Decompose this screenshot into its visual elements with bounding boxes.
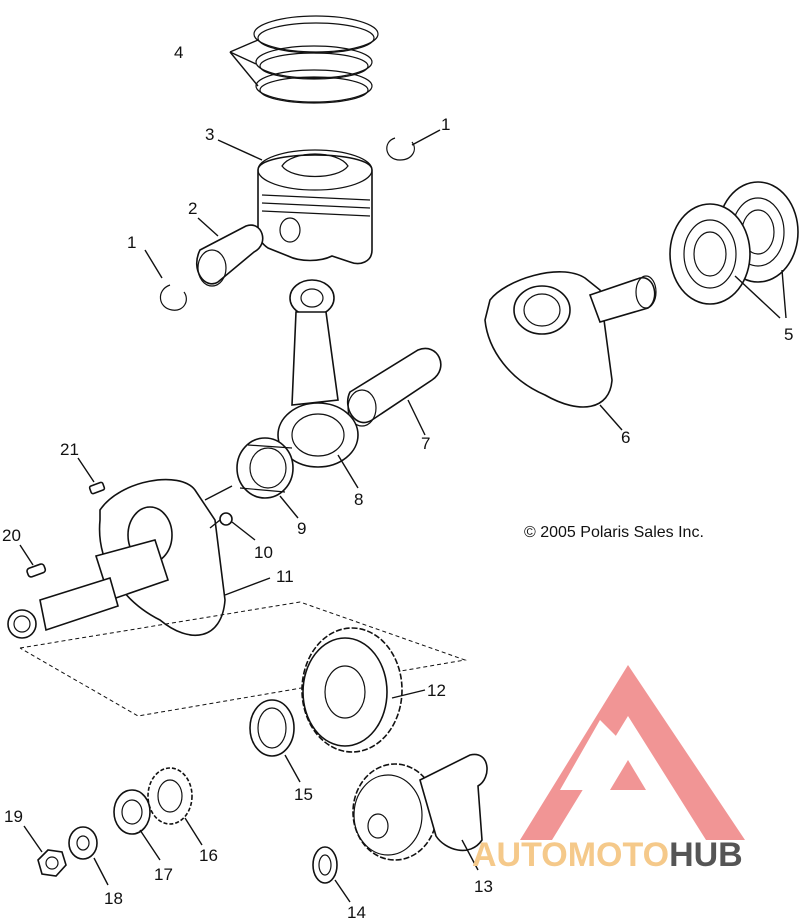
callout-1-clip-top: 1 [441,115,450,134]
callout-labels: 1 1 2 3 4 5 6 7 8 9 10 11 12 13 14 15 16… [2,43,793,919]
callout-2: 2 [188,199,197,218]
small-washer [312,846,351,903]
collar [113,789,161,861]
balancer-shaft [352,753,488,871]
callout-10: 10 [254,543,273,562]
callout-15: 15 [294,785,313,804]
ball [219,512,256,541]
callout-3: 3 [205,125,214,144]
needle-bearing [236,437,299,519]
callout-17: 17 [154,865,173,884]
callout-4: 4 [174,43,183,62]
crankshaft-half-right [484,271,657,431]
connecting-rod [277,279,359,489]
callout-14: 14 [347,903,366,919]
watermark-text: AUTOMOTOHUB [472,836,743,874]
callout-21: 21 [60,440,79,459]
callout-11: 11 [276,567,294,586]
callout-1-clip-left: 1 [127,233,136,252]
callout-12: 12 [427,681,446,700]
callout-18: 18 [104,889,123,908]
main-bearings [669,181,799,319]
piston-rings [229,15,379,104]
callout-6: 6 [621,428,630,447]
copyright-text: © 2005 Polaris Sales Inc. [524,524,704,541]
callout-13: 13 [474,877,493,896]
callout-19: 19 [4,807,23,826]
nut [23,825,67,877]
automotohub-logo [520,665,745,840]
watermark-text-part2: HUB [669,836,743,874]
piston [217,139,373,265]
piston-pin [195,217,264,287]
callout-9: 9 [297,519,306,538]
callout-8: 8 [354,490,363,509]
callout-20: 20 [2,526,21,545]
crank-gear [301,627,426,753]
woodruff-keys [19,457,106,578]
lock-washer [68,826,109,886]
callout-16: 16 [199,846,218,865]
thrust-washer [249,699,301,783]
piston-pin-clips [144,129,441,311]
crankshaft-left [7,478,467,717]
watermark-text-part1: AUTOMOTO [472,836,669,874]
crank-pin [347,347,442,436]
callout-5: 5 [784,325,793,344]
callout-7: 7 [421,434,430,453]
small-gear [147,767,203,846]
